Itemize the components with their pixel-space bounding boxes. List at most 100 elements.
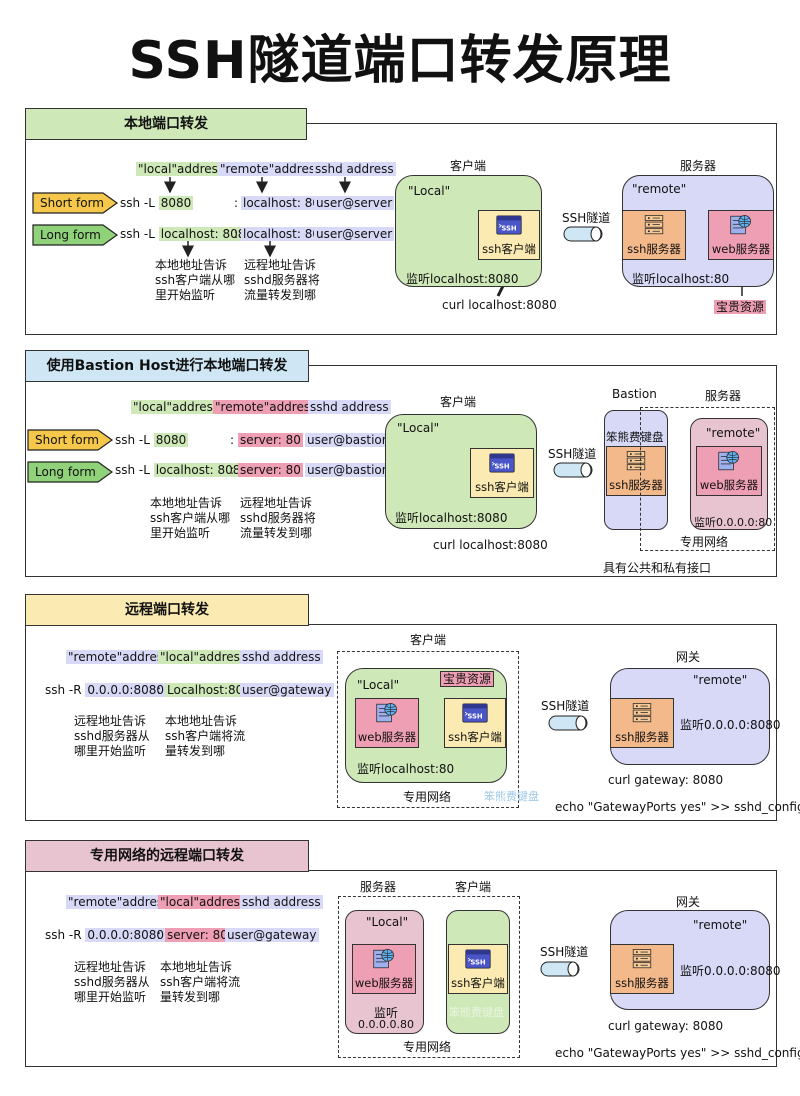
remote-label: "remote" — [693, 673, 748, 687]
ssh-server-node: ssh服务器 — [610, 944, 674, 994]
short-form-tag — [27, 429, 114, 451]
private-network-label: 专用网络 — [680, 535, 729, 549]
ssh-server-node: ssh服务器 — [622, 210, 686, 260]
gateway-heading: 网关 — [676, 650, 701, 664]
sshd-address-value: user@gateway — [225, 928, 319, 942]
remote-address-value: localhost: 80 — [241, 196, 322, 210]
long-command: ssh -L localhost: 8080 — [115, 463, 251, 477]
ssh-server-node: ssh服务器 — [610, 698, 674, 748]
listen-local: 监听localhost:8080 — [406, 272, 519, 286]
remote-address-value: localhost: 80 — [241, 227, 322, 241]
server-icon — [644, 215, 664, 235]
watermark: 笨熊费键盘 — [606, 430, 664, 444]
ssh-server-node: ssh服务器 — [606, 446, 666, 496]
curl-command: curl localhost:8080 — [433, 538, 548, 552]
client-heading: 客户端 — [450, 159, 487, 173]
tunnel-label: SSH隧道 — [548, 447, 597, 461]
short-form-label: Short form — [40, 196, 104, 210]
short-command: ssh -L 8080 — [115, 433, 189, 447]
label-remote-address: "remote"address — [218, 162, 324, 176]
remote-label: "remote" — [632, 182, 687, 196]
tunnel-pipe — [548, 715, 588, 731]
tunnel-label: SSH隧道 — [540, 945, 589, 959]
listen-local: 监听localhost:8080 — [395, 511, 508, 525]
ssh-icon — [496, 215, 522, 235]
web-globe-icon — [730, 215, 751, 235]
listen-address: 0.0.0.0.80 — [358, 1018, 414, 1031]
sshd-address-value: user@server — [314, 196, 395, 210]
remote-command: ssh -R 0.0.0.0:8080 — [45, 683, 166, 697]
label-local-address: "local"address — [136, 162, 227, 176]
ssh-client-node: ssh客户端 — [448, 944, 508, 994]
label-remote-address: "remote"address — [66, 650, 172, 664]
private-network-label: 专用网络 — [403, 790, 452, 804]
sshd-address-value: user@gateway — [240, 683, 334, 697]
remote-label: "remote" — [706, 426, 761, 440]
label-sshd-address: sshd address — [240, 650, 323, 664]
listen-remote: 监听0.0.0.0:80 — [694, 516, 773, 529]
treasure-tag: 宝贵资源 — [714, 300, 767, 314]
curl-command: curl gateway: 8080 — [608, 773, 724, 787]
server-heading: 服务器 — [705, 389, 742, 403]
colon: : — [234, 227, 239, 241]
short-form-label: Short form — [35, 433, 99, 447]
local-label: "Local" — [366, 915, 409, 929]
section-title: 专用网络的远程端口转发 — [25, 840, 309, 872]
listen-label: 监听 — [374, 1006, 399, 1020]
curl-command: curl gateway: 8080 — [608, 1019, 724, 1033]
tunnel-pipe — [553, 462, 593, 478]
web-server-node: web服务器 — [355, 698, 419, 748]
private-network-boundary — [640, 407, 775, 551]
local-label: "Local" — [357, 678, 400, 692]
colon: : — [234, 196, 239, 210]
web-server-node: web服务器 — [352, 944, 416, 994]
treasure-tag: 宝贵资源 — [440, 670, 495, 687]
ssh-icon — [462, 703, 488, 723]
listen-remote: 监听localhost:80 — [632, 272, 730, 286]
bastion-heading: Bastion — [612, 387, 657, 401]
label-remote-address: "remote"address — [66, 895, 172, 909]
colon: : — [230, 433, 235, 447]
remote-command: ssh -R 0.0.0.0:8080 — [45, 928, 166, 942]
ssh-icon — [465, 949, 491, 969]
long-form-tag — [32, 224, 119, 246]
long-command: ssh -L localhost: 8080 — [120, 227, 256, 241]
short-command: ssh -L 8080 — [120, 196, 194, 210]
section-title: 远程端口转发 — [25, 594, 309, 626]
long-form-tag — [27, 461, 114, 483]
curl-command: curl localhost:8080 — [442, 298, 557, 312]
label-sshd-address: sshd address — [308, 400, 391, 414]
ssh-client-node: ssh客户端 — [478, 210, 540, 260]
tunnel-label: SSH隧道 — [562, 211, 611, 225]
web-globe-icon — [376, 703, 397, 723]
remote-label: "remote" — [693, 918, 748, 932]
private-network-boundary — [338, 896, 520, 1058]
web-server-node: web服务器 — [696, 446, 762, 496]
colon: : — [157, 928, 162, 942]
colon: : — [230, 463, 235, 477]
local-address-value: Localhost:80 — [165, 683, 246, 697]
ssh-icon — [489, 453, 515, 473]
section-title: 本地端口转发 — [25, 108, 307, 140]
long-form-label: Long form — [40, 228, 101, 242]
client-heading: 客户端 — [410, 633, 447, 647]
gateway-heading: 网关 — [676, 895, 701, 909]
watermark: 笨熊费键盘 — [449, 1006, 504, 1019]
listen-remote: 监听0.0.0.0:8080 — [680, 718, 781, 732]
local-label: "Local" — [408, 184, 451, 198]
remote-address-value: server: 80 — [238, 463, 303, 477]
section-title: 使用Bastion Host进行本地端口转发 — [25, 350, 309, 382]
label-sshd-address: sshd address — [240, 895, 323, 909]
sshd-address-value: user@bastion — [305, 433, 392, 447]
echo-command: echo "GatewayPorts yes" >> sshd_config — [555, 1046, 800, 1060]
client-heading: 客户端 — [455, 880, 492, 894]
private-network-boundary — [337, 651, 519, 808]
colon: : — [157, 683, 162, 697]
local-label: "Local" — [397, 421, 440, 435]
tunnel-pipe — [540, 961, 580, 977]
